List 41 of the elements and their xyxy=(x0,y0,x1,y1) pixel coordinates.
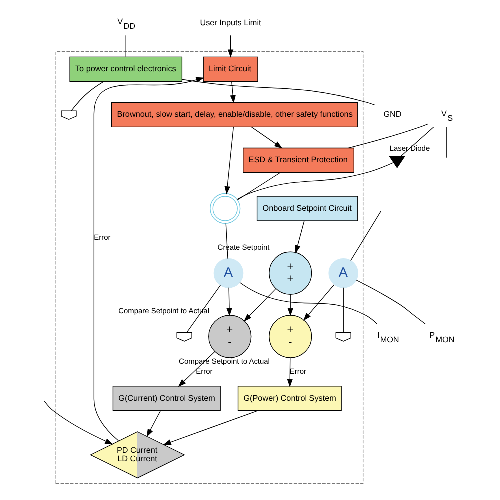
node-circle: + + xyxy=(268,252,312,295)
arrow xyxy=(162,410,258,446)
node-circle: A xyxy=(213,258,244,288)
connector xyxy=(236,162,394,200)
connector xyxy=(446,126,447,158)
connector xyxy=(356,280,426,325)
arrow xyxy=(302,284,334,322)
cluster xyxy=(55,51,364,484)
node-ground xyxy=(176,332,192,342)
connector xyxy=(350,210,382,262)
arrow xyxy=(224,126,234,195)
edge-label: Error xyxy=(196,367,212,376)
connector xyxy=(400,126,434,158)
arrow xyxy=(226,287,232,317)
arrow xyxy=(243,288,276,322)
connector xyxy=(342,287,344,334)
arrow xyxy=(287,294,293,316)
node-diode xyxy=(388,156,405,169)
arrow xyxy=(230,81,236,104)
edge-label: Error xyxy=(94,232,110,242)
connector xyxy=(125,35,126,58)
arrow xyxy=(294,220,304,254)
connector xyxy=(236,172,280,200)
connector xyxy=(225,223,228,260)
connector xyxy=(348,124,428,149)
node-ground xyxy=(335,332,351,342)
connector xyxy=(239,282,378,325)
node-circle: + - xyxy=(268,315,312,358)
arrow xyxy=(250,126,282,149)
edge-label: Error xyxy=(289,367,306,376)
node-circle: A xyxy=(328,258,358,288)
node-circle xyxy=(210,193,240,224)
arrow xyxy=(93,77,204,442)
arrow xyxy=(44,400,113,445)
node-ground xyxy=(60,110,76,120)
connector xyxy=(70,81,104,112)
node-label: Laser Diode xyxy=(389,144,430,153)
arrow xyxy=(146,410,161,438)
connector xyxy=(181,79,375,106)
connector xyxy=(186,285,220,333)
arrow xyxy=(227,35,234,58)
